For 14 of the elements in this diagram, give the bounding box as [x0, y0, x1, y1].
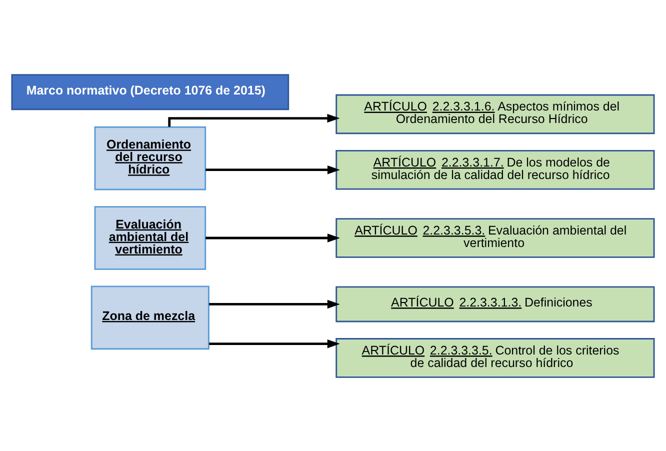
arrow — [209, 338, 340, 348]
node-box: Zona de mezcla — [90, 285, 210, 350]
arrow — [206, 164, 340, 174]
node-box: ARTÍCULO 2.2.3.3.1.7. De los modelos de simulación de la calidad del recurso hídrico — [336, 149, 655, 190]
node-box: Ordenamiento del recurso hídrico — [94, 126, 206, 190]
arrow — [206, 233, 340, 242]
arrow — [209, 299, 340, 308]
arrow — [168, 113, 340, 126]
node-box: ARTÍCULO 2.2.3.3.1.6. Aspectos mínimos del Ordenamiento del Recurso Hídrico — [336, 94, 655, 134]
node-box: ARTÍCULO 2.2.3.3.5.3. Evaluación ambiental del vertimiento — [336, 218, 655, 258]
node-box: ARTÍCULO 2.2.3.3.3.5. Control de los criterios de calidad del recurso hídrico — [336, 338, 655, 378]
node-box: ARTÍCULO 2.2.3.3.1.3. Definiciones — [336, 286, 655, 322]
node-box: Marco normativo (Decreto 1076 de 2015) — [11, 74, 290, 110]
node-box: Evaluación ambiental del vertimiento — [94, 206, 206, 270]
